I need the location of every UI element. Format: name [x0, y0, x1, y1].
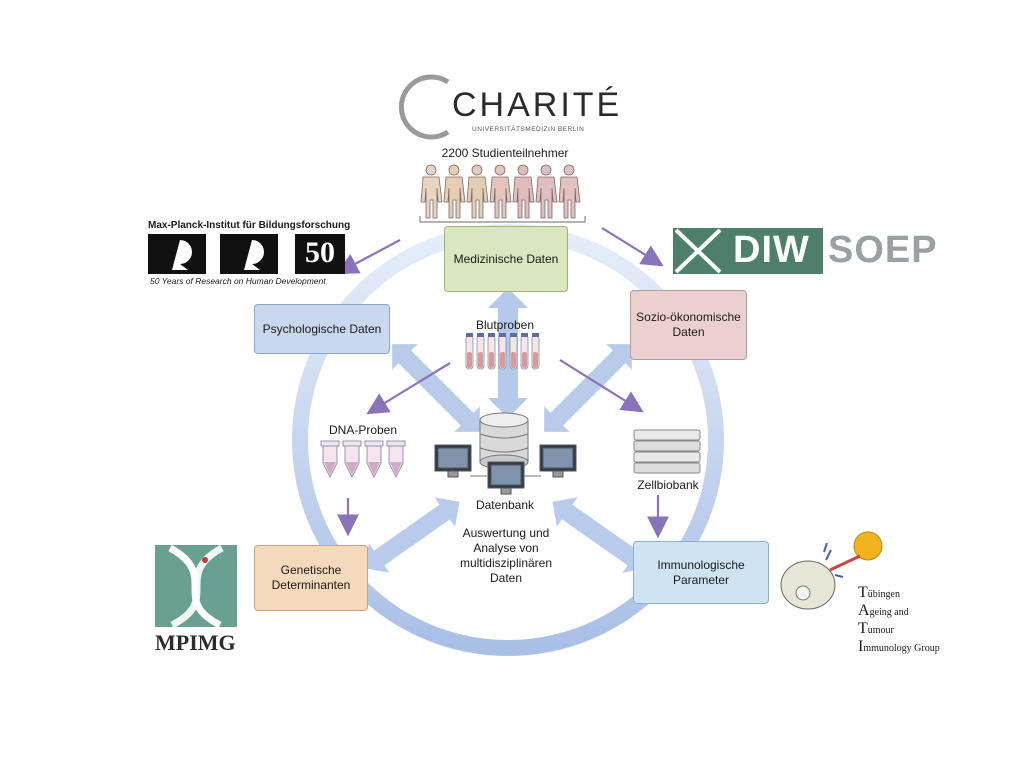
label-cell-biobank: Zellbiobank [637, 478, 699, 492]
mpib-title: Max-Planck-Institut für Bildungsforschun… [148, 220, 351, 231]
box-socioeconomic-data: Sozio-ökonomische Daten [630, 290, 747, 360]
arrow-upper-right [544, 344, 632, 432]
tati-line-3: Tumour [858, 620, 894, 637]
cell-biobank-icon [633, 429, 701, 474]
mpib-heads-logo-icon [148, 234, 345, 274]
blood-tubes-icon [465, 333, 540, 370]
arrow-lower-left [364, 497, 460, 573]
dna-tubes-icon [320, 440, 406, 478]
label-analysis: Auswertung und Analyse von multidiszipli… [459, 526, 553, 585]
arrow-upper-left [392, 344, 480, 432]
computer-monitor-icons [434, 444, 577, 495]
participants-label: 2200 Studienteilnehmer [441, 146, 569, 160]
tati-cells-icon [780, 531, 883, 610]
tati-line-4: Immunology Group [858, 638, 940, 655]
tati-line-1: Tübingen [858, 584, 900, 601]
box-genetic-determinants: Genetische Determinanten [254, 545, 368, 611]
diw-logo-text: DIW [733, 229, 810, 271]
charite-logo-text: CHARITÉ [452, 86, 623, 124]
participants-bracket [419, 216, 586, 223]
label-database: Datenbank [475, 498, 535, 512]
mpib-tagline: 50 Years of Research on Human Developmen… [150, 276, 326, 286]
database-server-icon [479, 412, 529, 470]
soep-logo-text: SOEP [828, 229, 938, 271]
label-dna-samples: DNA-Proben [328, 423, 398, 437]
purple-arrows [336, 227, 669, 539]
participants-figures-icon [420, 164, 581, 219]
arrow-vertical [488, 288, 528, 418]
box-medical-data: Medizinische Daten [444, 226, 568, 292]
flow-arrows [488, 288, 528, 418]
arrow-lower-right [552, 497, 648, 573]
label-blood-samples: Blutproben [475, 318, 535, 332]
box-immunological-parameters: Immunologische Parameter [633, 541, 769, 604]
mpimg-logo-icon [155, 544, 237, 629]
mpimg-logo-text: MPIMG [155, 630, 236, 655]
box-psychological-data: Psychologische Daten [254, 304, 390, 354]
charite-arc-icon [398, 74, 450, 140]
tati-logo-text: Tübingen Ageing and Tumour Immunology Gr… [858, 584, 940, 656]
tati-line-2: Ageing and [858, 602, 909, 619]
charite-logo-subtitle: UNIVERSITÄTSMEDIZIN BERLIN [472, 126, 585, 133]
diw-logo-icon [673, 228, 823, 274]
mpib-50-badge: 50 [305, 236, 335, 269]
